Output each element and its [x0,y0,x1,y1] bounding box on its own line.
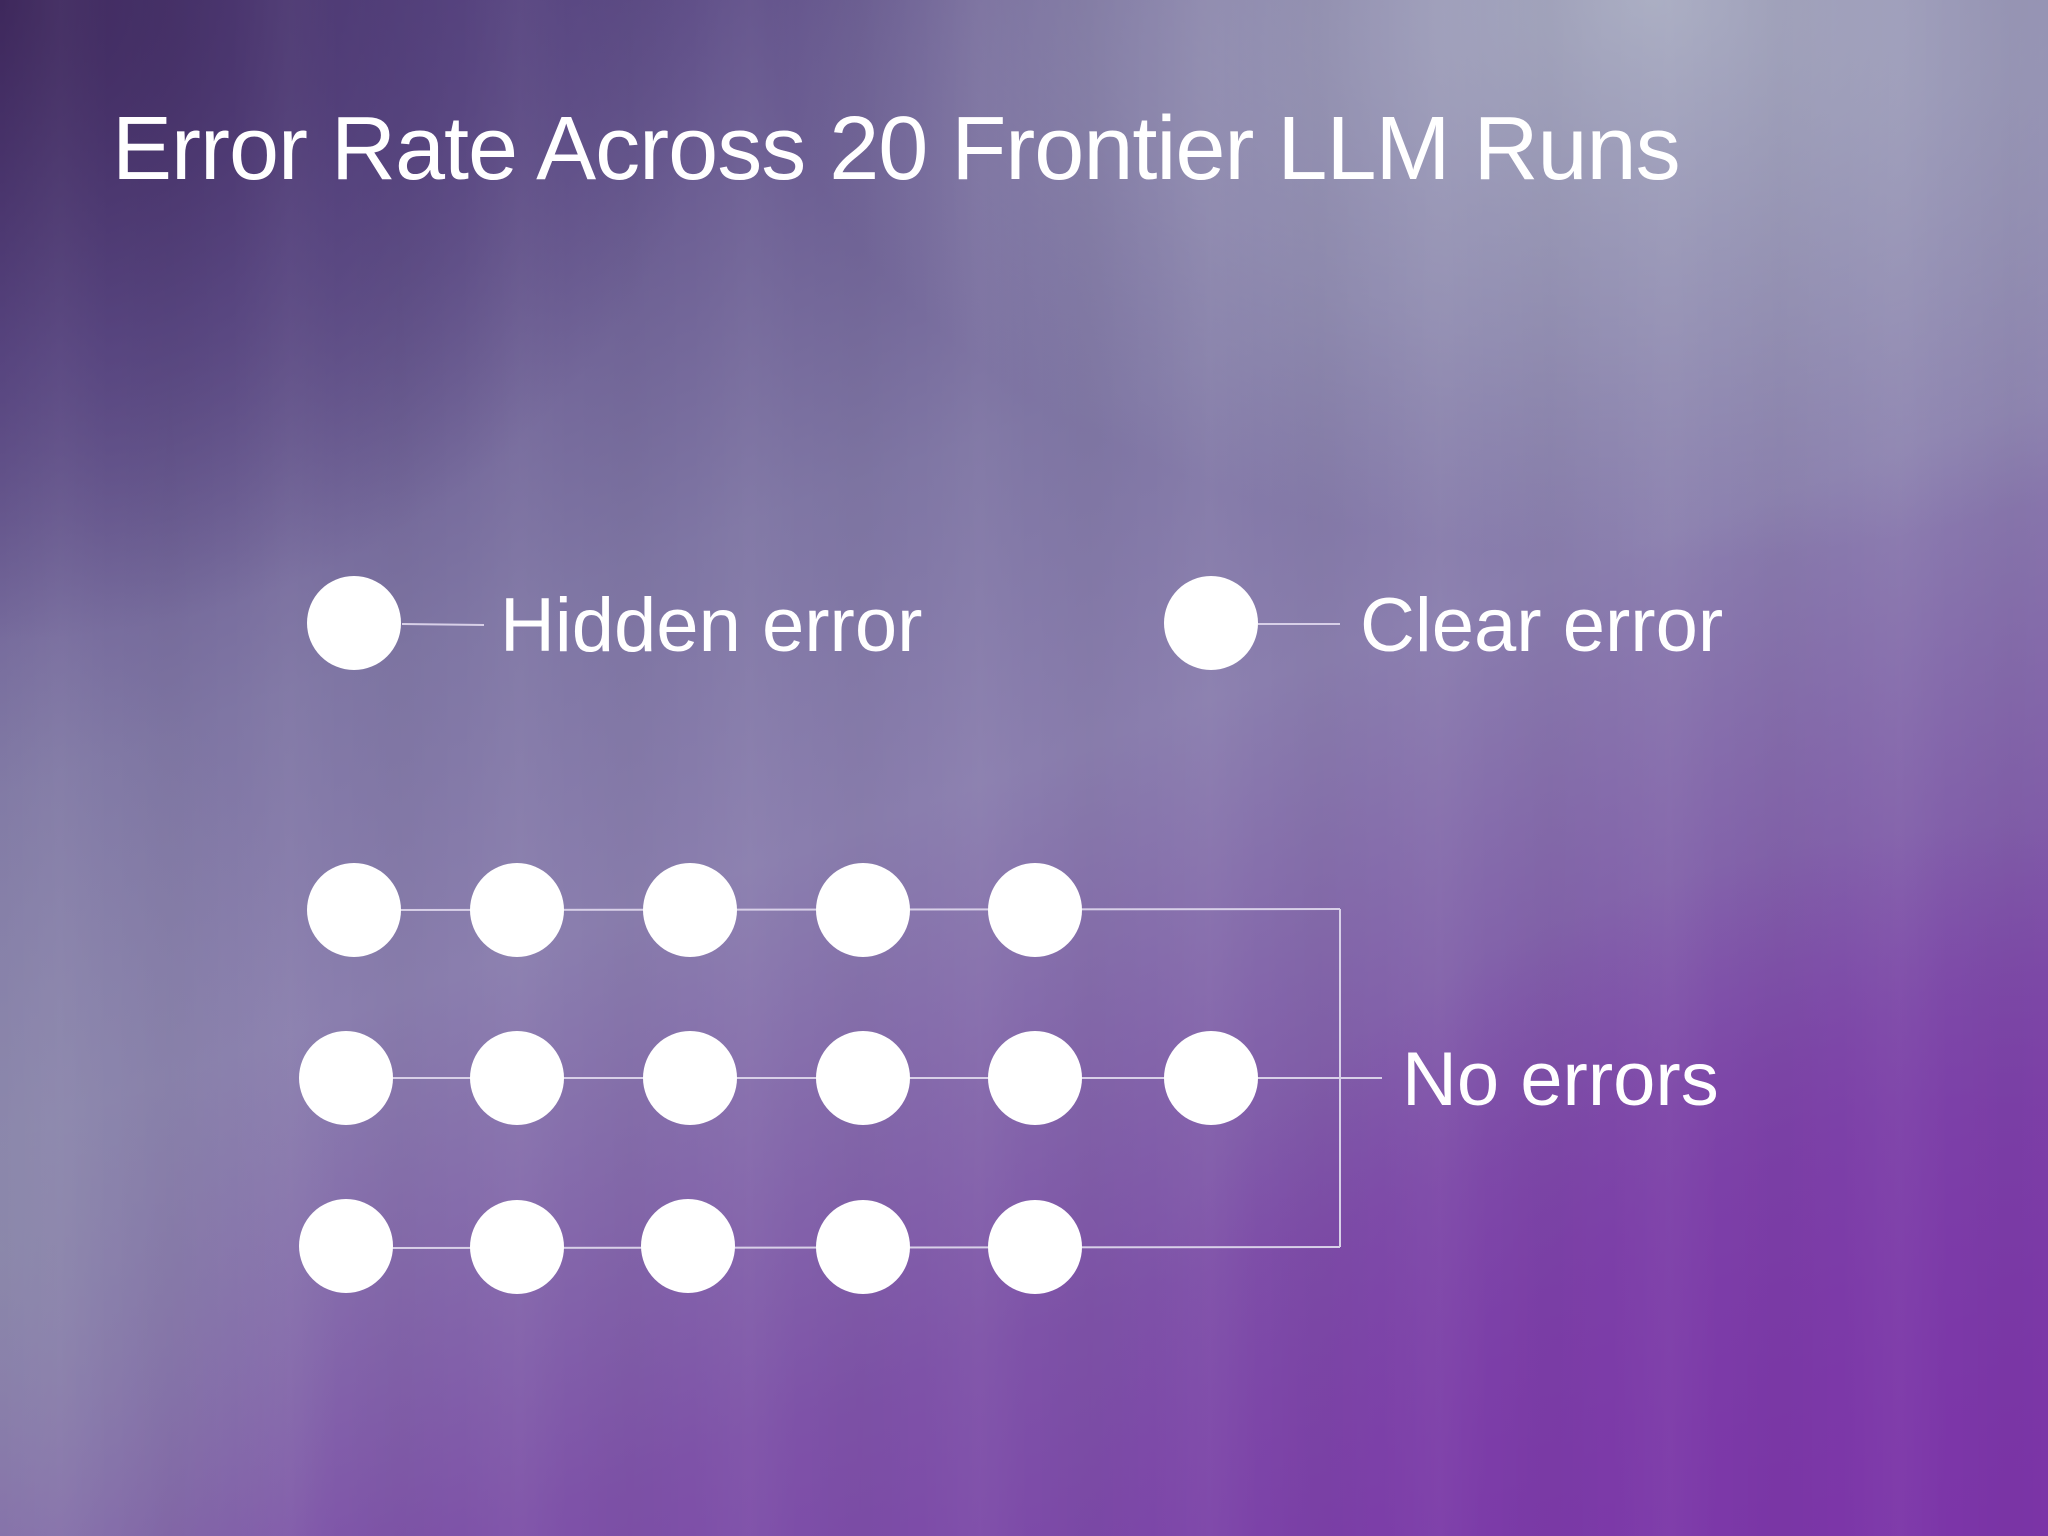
legend-hidden-error-dot [307,576,401,670]
run-dot [307,863,401,957]
legend-clear-error: Clear error [1164,576,1723,670]
legend-clear-error-label: Clear error [1360,583,1723,668]
run-dot [470,863,564,957]
run-dot [470,1200,564,1294]
dot-row-1 [307,863,1082,957]
run-dot [988,863,1082,957]
run-dot [643,863,737,957]
run-dot [988,1200,1082,1294]
run-dot [643,1031,737,1125]
run-dot [299,1031,393,1125]
run-dot [641,1199,735,1293]
legend-hidden-error: Hidden error [307,576,922,670]
run-dot [816,863,910,957]
dot-row-2 [299,1031,1258,1125]
legend-hidden-error-label: Hidden error [500,583,922,668]
run-dot [470,1031,564,1125]
run-dot [1164,1031,1258,1125]
run-dot [299,1199,393,1293]
page-title: Error Rate Across 20 Frontier LLM Runs [112,99,1681,199]
legend-clear-error-dot [1164,576,1258,670]
run-dot [988,1031,1082,1125]
no-errors-label: No errors [1402,1037,1719,1122]
dot-row-3 [299,1199,1082,1294]
run-dot [816,1031,910,1125]
run-dot [816,1200,910,1294]
legend-hidden-error-connector [401,623,485,626]
